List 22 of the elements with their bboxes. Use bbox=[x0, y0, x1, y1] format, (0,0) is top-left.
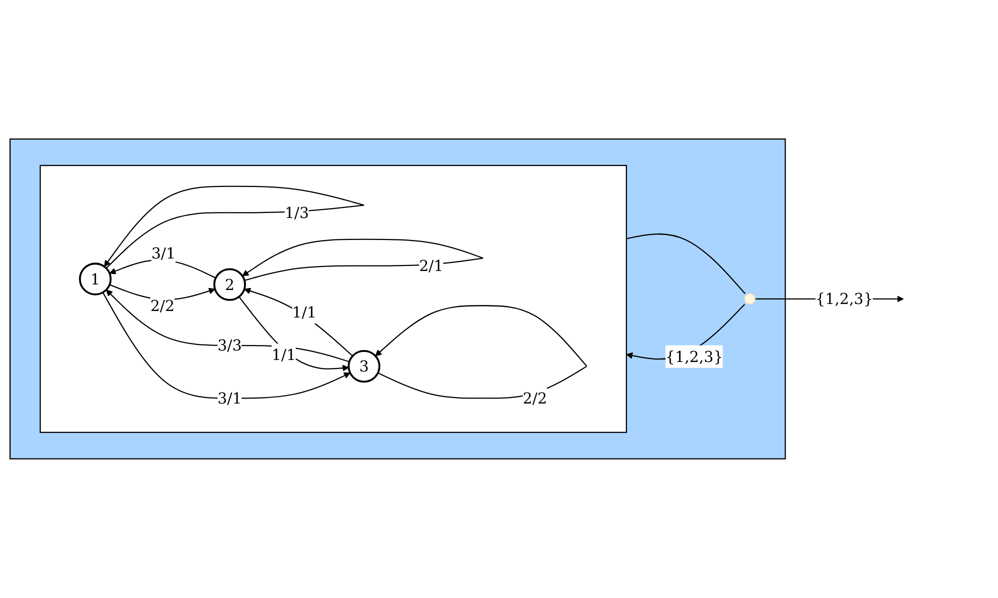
arrow bbox=[244, 288, 353, 356]
cluster bbox=[9, 138, 786, 460]
edge-label: 2/2 bbox=[150, 296, 175, 315]
connector bbox=[626, 234, 746, 294]
edge-label: 3/1 bbox=[151, 244, 176, 262]
edge-label: 1/3 bbox=[284, 204, 309, 222]
edge-label: 3/3 bbox=[218, 336, 242, 355]
edge-label: 1/1 bbox=[292, 303, 316, 322]
edge-label: 2/1 bbox=[419, 256, 444, 275]
node-circle bbox=[78, 262, 112, 296]
arrow bbox=[238, 296, 349, 372]
node-circle bbox=[213, 268, 246, 301]
node-circle bbox=[744, 293, 756, 305]
edge-label: 2/2 bbox=[522, 389, 548, 408]
edge-label: {1,2,3} bbox=[665, 348, 724, 366]
edge-label: 1/1 bbox=[272, 346, 296, 364]
arrow bbox=[102, 292, 350, 399]
node-circle bbox=[348, 350, 380, 383]
edge-label: {1,2,3} bbox=[816, 290, 874, 308]
edge-label: 3/1 bbox=[218, 389, 242, 408]
cluster bbox=[40, 164, 627, 434]
arrow bbox=[106, 290, 350, 362]
